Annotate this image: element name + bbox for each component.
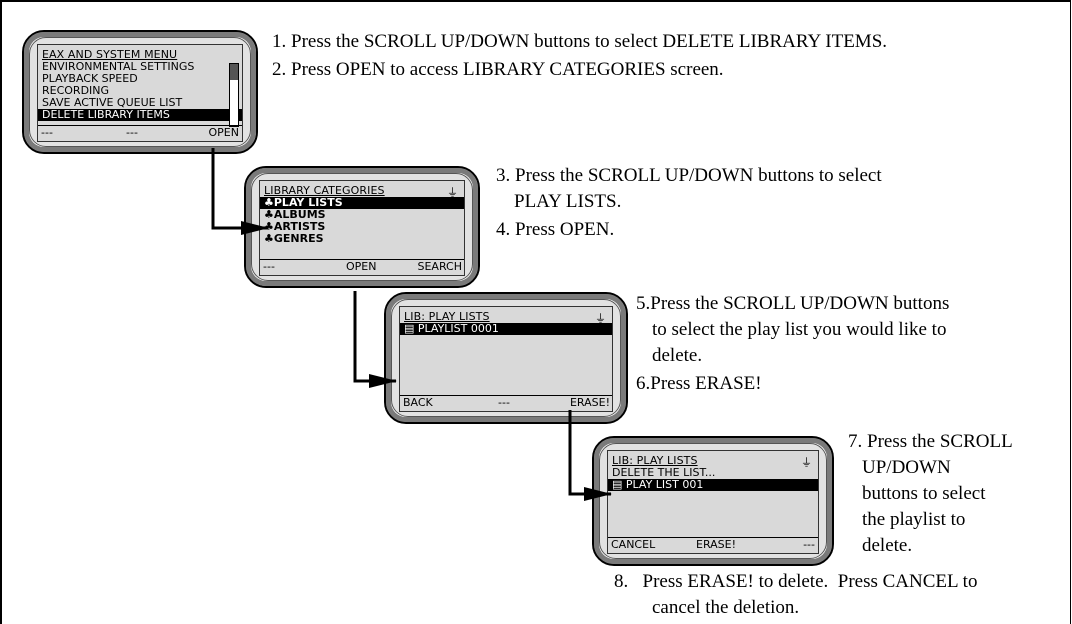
scrollbar-thumb[interactable]	[230, 64, 238, 80]
screen-title: EAX AND SYSTEM MENU	[42, 48, 178, 61]
step-5-cont2: delete.	[652, 345, 703, 366]
tree-folder-icon: ♣	[264, 232, 274, 245]
softkey-erase[interactable]: ERASE!	[569, 396, 610, 409]
softkey-bar: --- OPEN SEARCH	[260, 259, 464, 275]
screen-title: LIB: PLAY LISTS	[612, 454, 698, 467]
category-label: ARTISTS	[273, 220, 326, 233]
menu-item[interactable]: RECORDING	[42, 84, 110, 97]
softkey-back[interactable]: BACK	[403, 396, 433, 409]
plug-icon: ⏚	[595, 312, 606, 325]
step-7-cont2: buttons to select	[862, 483, 986, 504]
step-3-cont: PLAY LISTS.	[514, 191, 622, 212]
category-item[interactable]: ♣GENRES	[260, 233, 464, 245]
softkey-middle[interactable]: ---	[126, 126, 138, 139]
lcd-display: LIBRARY CATEGORIES ⏚ ♣PLAY LISTS ♣ALBUMS…	[259, 180, 465, 276]
step-8-cont: cancel the deletion.	[652, 597, 800, 618]
menu-item[interactable]: SAVE ACTIVE QUEUE LIST	[42, 96, 183, 109]
playlist-label: PLAY LIST 001	[625, 478, 704, 491]
tree-folder-icon: ♣	[264, 196, 274, 209]
step-7-cont4: delete.	[862, 535, 913, 556]
step-8: 8. Press ERASE! to delete. Press CANCEL …	[614, 571, 978, 592]
flow-arrow	[211, 148, 269, 235]
play-lists-screen: LIB: PLAY LISTS ⏚ ▤ PLAYLIST 0001 BACK -…	[384, 292, 628, 424]
step-1: 1. Press the SCROLL UP/DOWN buttons to s…	[272, 31, 888, 52]
step-6: 6.Press ERASE!	[636, 373, 762, 394]
delete-prompt: DELETE THE LIST...	[612, 466, 716, 479]
category-item-selected[interactable]: ♣PLAY LISTS	[260, 197, 464, 209]
softkey-left[interactable]: ---	[41, 126, 53, 139]
step-5-cont: to select the play list you would like t…	[652, 319, 947, 340]
delete-confirm-screen: LIB: PLAY LISTS ⏚ DELETE THE LIST... ▤ P…	[592, 436, 834, 566]
category-label: PLAY LISTS	[273, 196, 343, 209]
category-label: GENRES	[273, 232, 324, 245]
playlist-label: PLAYLIST 0001	[417, 322, 499, 335]
softkey-search[interactable]: SEARCH	[417, 260, 462, 273]
step-5: 5.Press the SCROLL UP/DOWN buttons	[636, 293, 950, 314]
menu-item[interactable]: PLAYBACK SPEED	[42, 72, 138, 85]
lcd-display: LIB: PLAY LISTS ⏚ ▤ PLAYLIST 0001 BACK -…	[399, 306, 613, 412]
screen-title: LIBRARY CATEGORIES	[264, 184, 385, 197]
lcd-display: EAX AND SYSTEM MENU ENVIRONMENTAL SETTIN…	[37, 44, 243, 142]
eax-menu-screen: EAX AND SYSTEM MENU ENVIRONMENTAL SETTIN…	[22, 30, 258, 154]
playlist-icon: ▤	[404, 322, 418, 335]
softkey-left[interactable]: ---	[263, 260, 275, 273]
softkey-erase[interactable]: ERASE!	[696, 538, 737, 551]
softkey-cancel[interactable]: CANCEL	[611, 538, 656, 551]
softkey-bar: CANCEL ERASE! ---	[608, 537, 818, 553]
softkey-right[interactable]: ---	[803, 538, 815, 551]
plug-icon: ⏚	[801, 456, 812, 469]
tree-folder-icon: ♣	[264, 208, 274, 221]
step-2: 2. Press OPEN to access LIBRARY CATEGORI…	[272, 59, 724, 80]
plug-icon: ⏚	[447, 186, 458, 199]
flow-arrow	[568, 410, 612, 501]
category-label: ALBUMS	[273, 208, 326, 221]
screen-title: LIB: PLAY LISTS	[404, 310, 490, 323]
playlist-item-selected[interactable]: ▤ PLAY LIST 001	[608, 479, 818, 491]
softkey-bar: --- --- OPEN	[38, 125, 242, 141]
step-3: 3. Press the SCROLL UP/DOWN buttons to s…	[496, 165, 882, 186]
menu-item-selected[interactable]: DELETE LIBRARY ITEMS	[38, 109, 242, 121]
step-7-cont3: the playlist to	[862, 509, 966, 530]
softkey-open[interactable]: OPEN	[346, 260, 377, 273]
step-7: 7. Press the SCROLL	[848, 431, 1013, 452]
step-7-cont: UP/DOWN	[862, 457, 951, 478]
lcd-display: LIB: PLAY LISTS ⏚ DELETE THE LIST... ▤ P…	[607, 450, 819, 554]
playlist-icon: ▤	[612, 478, 626, 491]
scrollbar[interactable]	[229, 63, 239, 127]
softkey-middle[interactable]: ---	[498, 396, 510, 409]
category-item[interactable]: ♣ALBUMS	[260, 209, 464, 221]
playlist-item-selected[interactable]: ▤ PLAYLIST 0001	[400, 323, 612, 335]
menu-item[interactable]: ENVIRONMENTAL SETTINGS	[42, 60, 195, 73]
softkey-bar: BACK --- ERASE!	[400, 395, 612, 411]
softkey-open[interactable]: OPEN	[208, 126, 239, 139]
step-4: 4. Press OPEN.	[496, 219, 615, 240]
flow-arrow	[353, 291, 397, 388]
